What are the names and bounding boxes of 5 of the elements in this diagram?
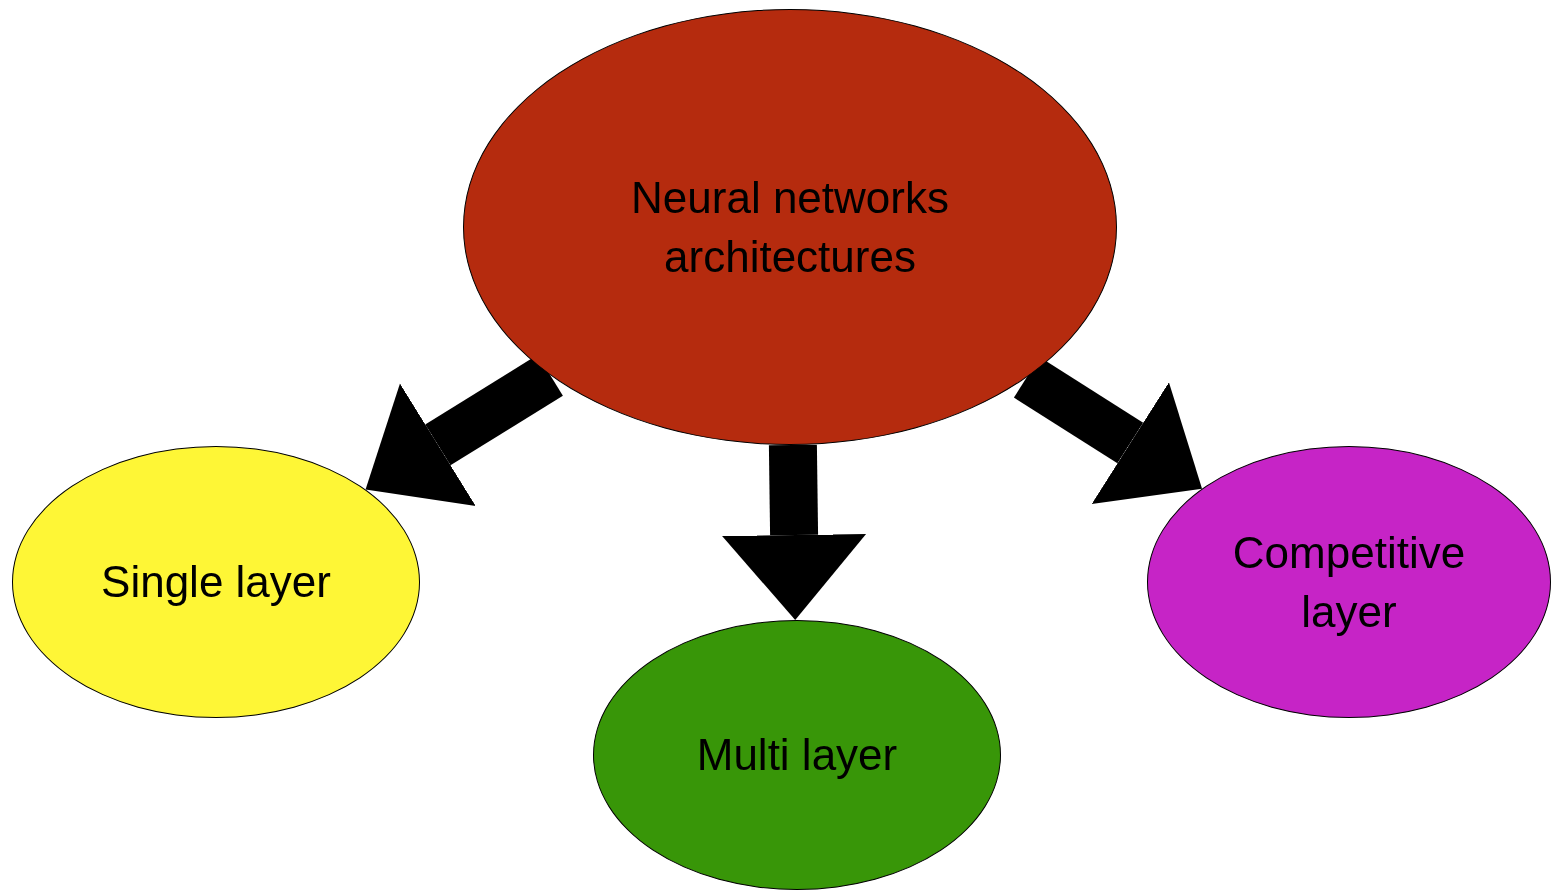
node-label: Neural networks architectures bbox=[630, 171, 950, 283]
arrow bbox=[722, 444, 867, 620]
node-label: Multi layer bbox=[696, 729, 898, 782]
node-label: Single layer bbox=[101, 556, 331, 609]
node-label: Competitive layer bbox=[1231, 526, 1467, 638]
